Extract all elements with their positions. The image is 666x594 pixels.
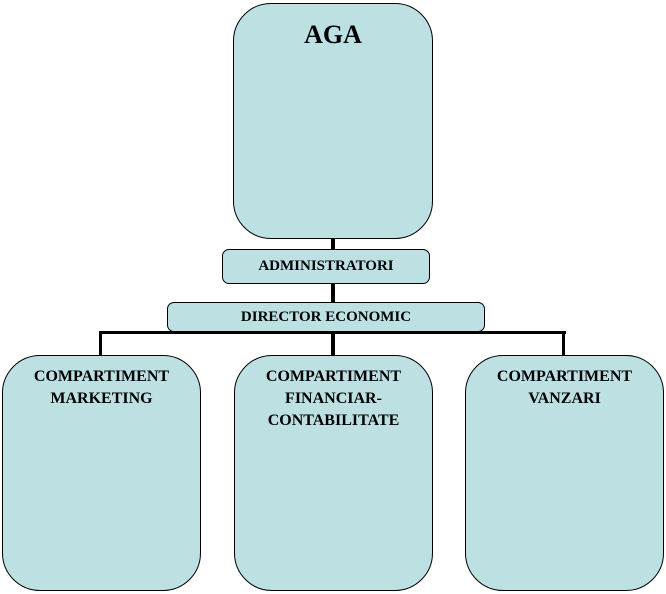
node-compartiment-vanzari: COMPARTIMENT VANZARI	[465, 355, 664, 591]
node-director-economic: DIRECTOR ECONOMIC	[167, 302, 485, 332]
node-label-line: FINANCIAR-	[285, 390, 382, 407]
connector-to-financiar	[331, 331, 335, 356]
node-compartiment-marketing: COMPARTIMENT MARKETING	[2, 355, 201, 591]
node-aga: AGA	[233, 3, 433, 239]
node-label-line: MARKETING	[50, 390, 153, 407]
node-director-label: DIRECTOR ECONOMIC	[240, 309, 412, 325]
connector-to-marketing	[99, 331, 102, 356]
node-label-line: COMPARTIMENT	[33, 368, 170, 385]
node-label-line: CONTABILITATE	[267, 412, 400, 429]
node-compartiment-financiar: COMPARTIMENT FINANCIAR- CONTABILITATE	[234, 355, 433, 591]
node-label-line: VANZARI	[528, 390, 601, 407]
connector-to-vanzari	[562, 331, 565, 356]
connector-admin-director	[331, 283, 335, 303]
node-administratori-label: ADMINISTRATORI	[258, 258, 394, 274]
node-administratori: ADMINISTRATORI	[222, 249, 430, 284]
connector-aga-admin	[331, 238, 335, 250]
node-aga-label: AGA	[304, 20, 362, 49]
node-label-line: COMPARTIMENT	[265, 368, 402, 385]
node-label-line: COMPARTIMENT	[496, 368, 633, 385]
